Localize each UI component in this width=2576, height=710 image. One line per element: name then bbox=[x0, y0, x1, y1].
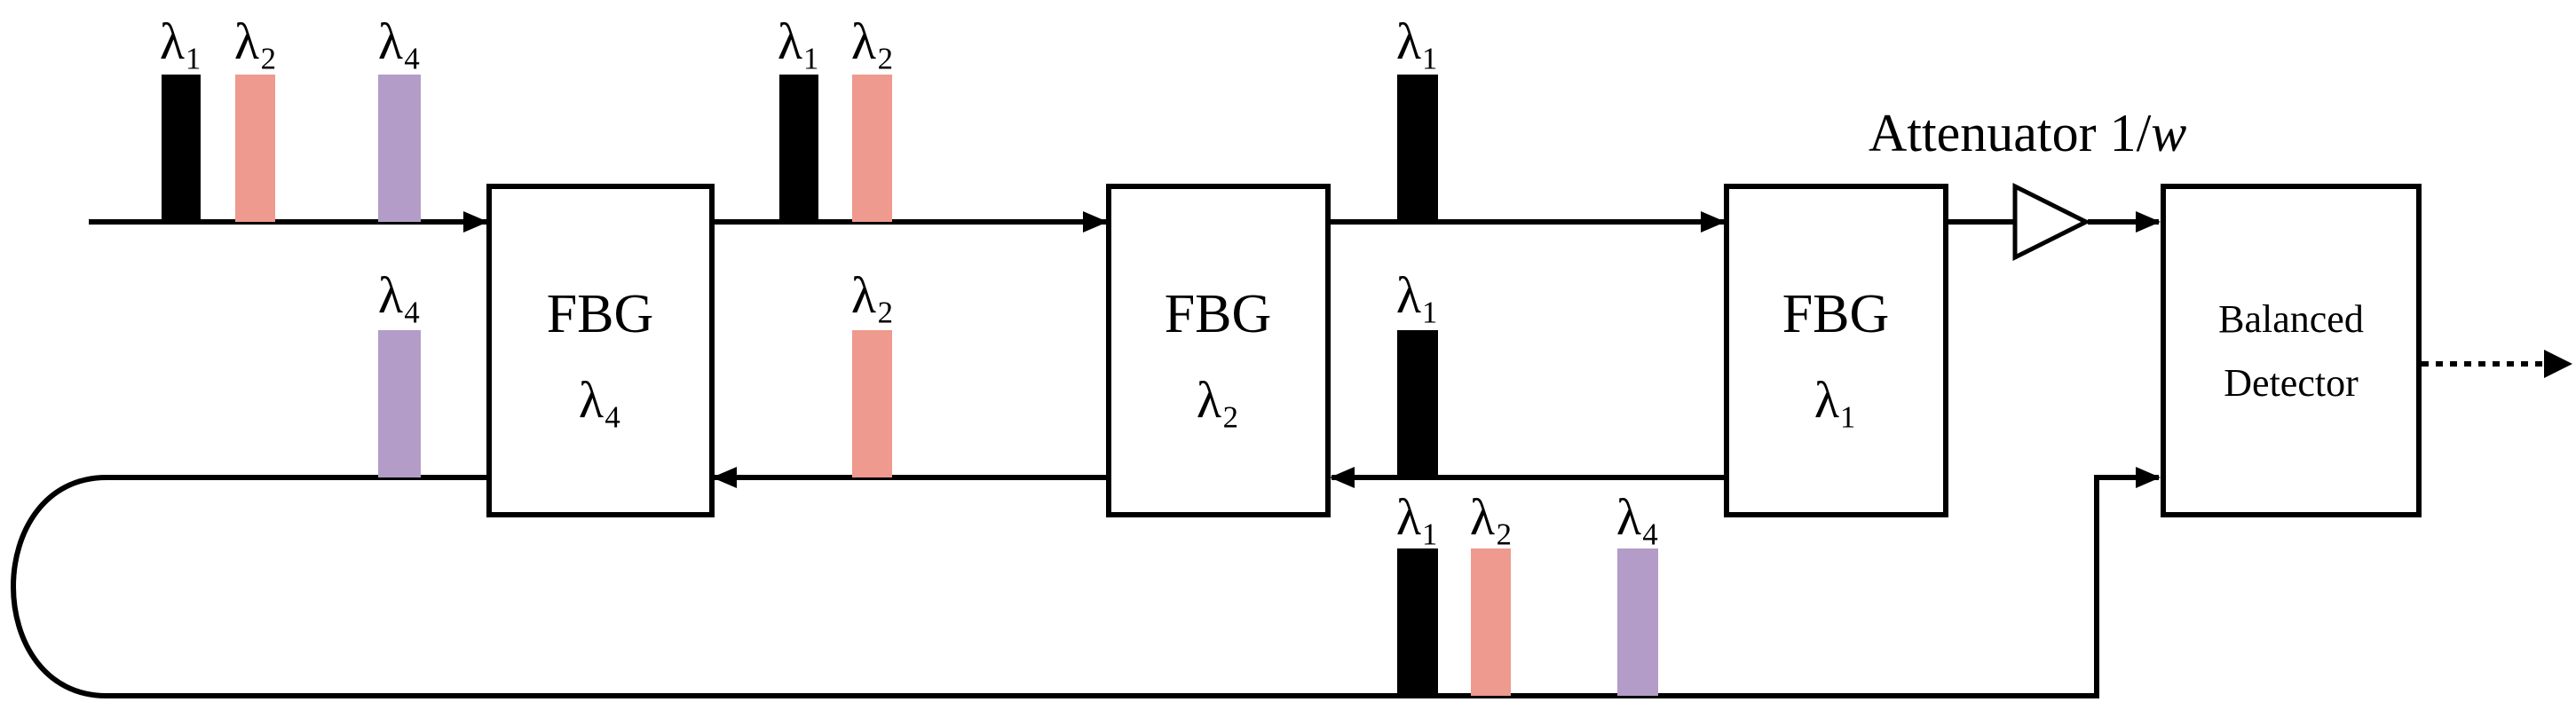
label-lambda1: λ₁ bbox=[778, 12, 820, 70]
label-lambda2: λ₂ bbox=[1470, 488, 1513, 546]
detector-label-line1: Balanced bbox=[2218, 297, 2364, 341]
fbg-title: FBG bbox=[547, 284, 654, 344]
bar-lambda4 bbox=[378, 330, 421, 477]
fbg-box-lambda4: FBG λ₄ bbox=[486, 184, 715, 517]
bar-lambda2 bbox=[852, 330, 892, 477]
bar-lambda2 bbox=[1471, 548, 1511, 696]
fbg-wavelength-label: λ₄ bbox=[579, 371, 621, 429]
spectrum-reflected-lambda1: λ₁ bbox=[1396, 266, 1439, 477]
loop-back-path bbox=[11, 467, 2161, 698]
label-lambda4: λ₄ bbox=[1616, 488, 1659, 546]
label-lambda1: λ₁ bbox=[1396, 12, 1439, 70]
bar-lambda2 bbox=[235, 75, 275, 222]
detector-label-line2: Detector bbox=[2224, 361, 2359, 405]
bar-lambda1 bbox=[1397, 548, 1438, 696]
bar-lambda4 bbox=[1617, 548, 1658, 696]
bar-lambda1 bbox=[1397, 75, 1438, 222]
balanced-detector-box: Balanced Detector bbox=[2161, 184, 2422, 517]
attenuator-label: Attenuator 1/w bbox=[1869, 104, 2186, 162]
bar-lambda1 bbox=[779, 75, 818, 222]
label-lambda1: λ₁ bbox=[1396, 488, 1439, 546]
label-lambda2: λ₂ bbox=[851, 266, 894, 324]
spectrum-reflected-lambda2: λ₂ bbox=[851, 266, 894, 477]
spectrum-loop-back: λ₁ λ₂ λ₄ bbox=[1396, 488, 1659, 696]
label-lambda4: λ₄ bbox=[378, 12, 421, 70]
bar-lambda4 bbox=[378, 75, 421, 222]
label-lambda4: λ₄ bbox=[378, 266, 421, 324]
fbg-title: FBG bbox=[1782, 284, 1890, 344]
label-lambda2: λ₂ bbox=[851, 12, 894, 70]
spectrum-reflected-lambda4: λ₄ bbox=[378, 266, 421, 477]
attenuator-triangle-icon bbox=[2012, 182, 2091, 262]
bar-lambda1 bbox=[162, 75, 201, 222]
spectrum-after-fbg2: λ₁ bbox=[1396, 12, 1439, 222]
bar-lambda1 bbox=[1397, 330, 1438, 477]
fbg-box-lambda1: FBG λ₁ bbox=[1724, 184, 1948, 517]
bar-lambda2 bbox=[852, 75, 892, 222]
label-lambda2: λ₂ bbox=[234, 12, 277, 70]
fbg-wavelength-label: λ₂ bbox=[1197, 371, 1239, 429]
label-lambda1: λ₁ bbox=[160, 12, 202, 70]
spectrum-after-fbg4: λ₁ λ₂ bbox=[778, 12, 894, 222]
label-lambda1: λ₁ bbox=[1396, 266, 1439, 324]
fbg-title: FBG bbox=[1165, 284, 1272, 344]
detector-output-arrowhead bbox=[2544, 350, 2572, 378]
fbg-wavelength-label: λ₁ bbox=[1814, 371, 1857, 429]
fbg-box-lambda2: FBG λ₂ bbox=[1106, 184, 1331, 517]
spectrum-input: λ₁ λ₂ λ₄ bbox=[160, 12, 421, 222]
